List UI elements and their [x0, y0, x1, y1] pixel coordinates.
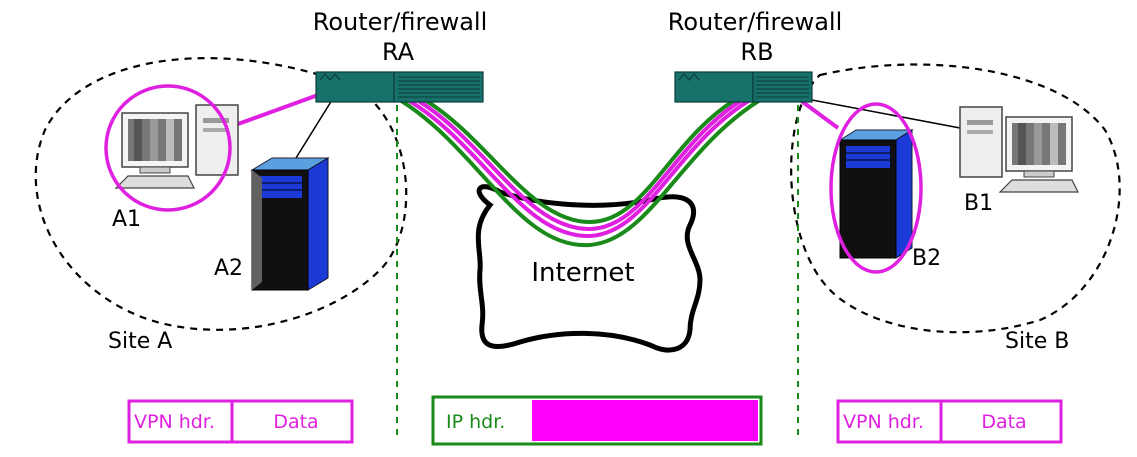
host-b2-server: [838, 129, 914, 259]
host-a1-tunnel-endpoint: [104, 84, 232, 212]
link-green-inner: [423, 98, 737, 225]
packet-left: VPN hdr. Data: [127, 399, 354, 444]
host-a2-server: [250, 157, 330, 291]
router-rb: [674, 71, 813, 103]
link-green-outer: [398, 98, 762, 248]
packet-middle: IP hdr.: [431, 395, 763, 446]
host-b1-label: B1: [964, 191, 993, 216]
site-b-label: Site B: [1005, 329, 1069, 354]
packet-right-header: VPN hdr.: [843, 411, 924, 433]
host-a1-computer: [114, 104, 239, 189]
host-b2-label: B2: [912, 246, 941, 271]
router-ra-title: Router/firewall: [313, 8, 488, 36]
packet-left-payload: Data: [273, 411, 318, 433]
site-b-boundary: [790, 63, 1121, 334]
host-a1-label: A1: [112, 207, 141, 232]
tunnel-magenta-1: [406, 98, 752, 239]
packet-left-header: VPN hdr.: [134, 411, 215, 433]
link-ra-a1: [237, 93, 319, 126]
link-rb-b2: [798, 98, 840, 130]
host-b1-computer: [959, 106, 1079, 193]
site-a-label: Site A: [108, 329, 172, 354]
packet-right-payload: Data: [981, 411, 1026, 433]
packet-middle-header: IP hdr.: [446, 411, 505, 433]
host-a2-label: A2: [214, 256, 243, 281]
router-rb-title: Router/firewall: [668, 8, 843, 36]
link-rb-b1: [811, 99, 961, 129]
link-ra-a2: [295, 99, 333, 159]
router-ra-name: RA: [382, 38, 415, 66]
host-b2-tunnel-endpoint: [829, 102, 923, 274]
router-rb-name: RB: [740, 38, 773, 66]
tunnel-magenta-2: [415, 98, 744, 232]
packet-right: VPN hdr. Data: [836, 399, 1063, 444]
router-ra: [315, 71, 484, 103]
site-a-boundary: [34, 57, 408, 331]
internet-label: Internet: [531, 258, 634, 288]
